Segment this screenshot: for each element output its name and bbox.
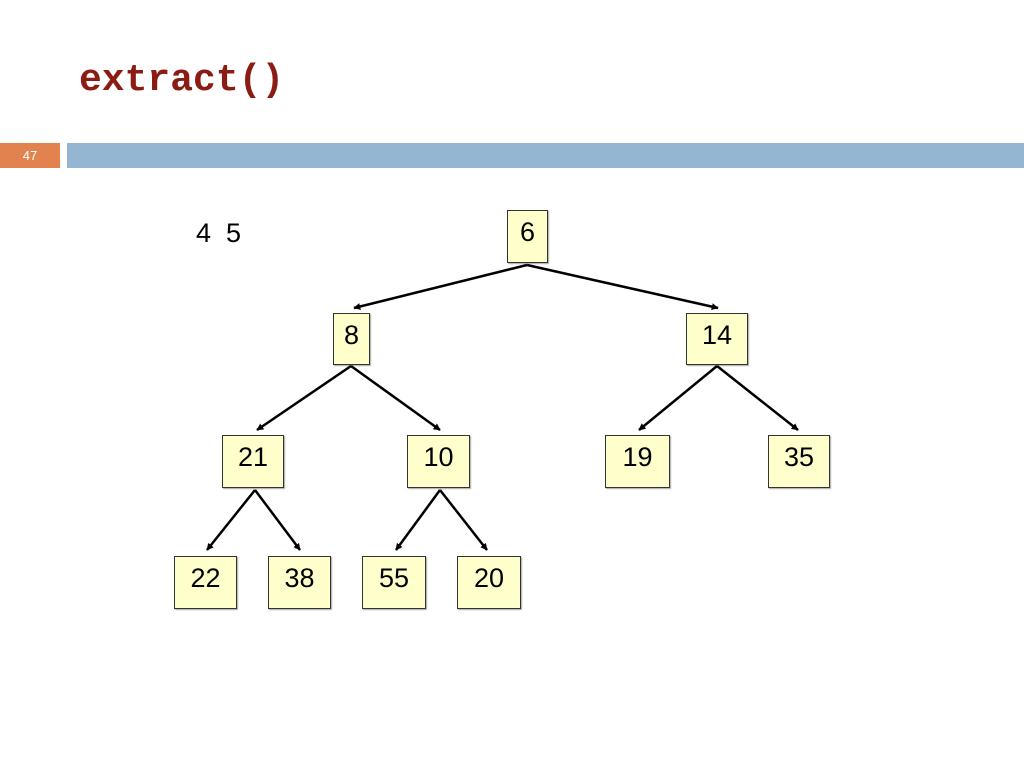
tree-node: 21: [222, 435, 284, 488]
edge-10-55: [394, 489, 442, 551]
extracted-values: 4 5: [196, 218, 242, 248]
header-rule: [67, 143, 1024, 168]
edge-8-10: [350, 364, 441, 432]
edge-6-14: [526, 263, 719, 311]
tree-node: 20: [457, 556, 521, 609]
tree-node: 22: [174, 556, 237, 609]
slide-title: extract(): [79, 59, 285, 102]
edge-21-38: [254, 489, 301, 551]
tree-node: 35: [768, 435, 830, 488]
tree-node: 6: [507, 210, 548, 263]
tree-node: 55: [362, 556, 426, 609]
tree-node: 38: [268, 556, 331, 609]
tree-node: 10: [407, 435, 470, 488]
edge-6-8: [353, 263, 528, 310]
edge-14-35: [716, 365, 799, 431]
edge-8-21: [256, 364, 352, 432]
tree-node: 14: [686, 313, 748, 365]
edge-21-22: [206, 489, 256, 551]
slide-number: 47: [0, 143, 60, 168]
edge-10-20: [439, 489, 488, 551]
tree-node: 8: [333, 313, 370, 365]
tree-node: 19: [605, 435, 670, 488]
edge-14-19: [638, 365, 718, 431]
